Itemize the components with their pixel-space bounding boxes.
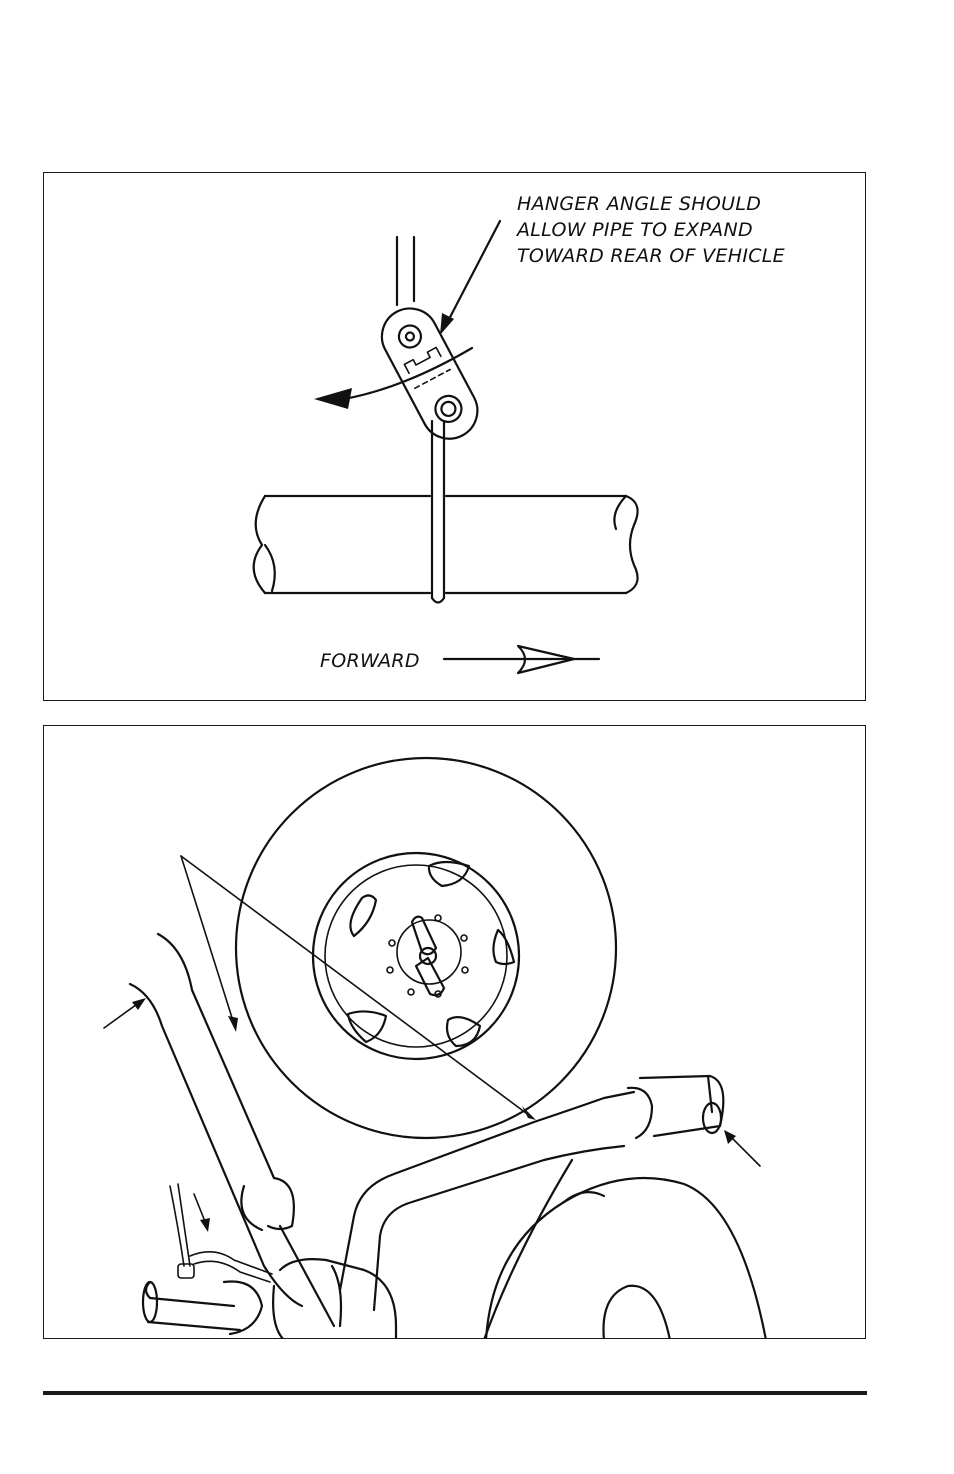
tail-pipe-right <box>340 1076 723 1310</box>
leader-line-long <box>181 856 536 1120</box>
hanger-angle-drawing: HANGER ANGLE SHOULD ALLOW PIPE TO EXPAND… <box>44 173 867 702</box>
bracket-rod <box>397 237 414 305</box>
note-leader-arrow <box>440 221 500 335</box>
note-line-1: HANGER ANGLE SHOULD <box>517 193 761 215</box>
wiring-harness <box>143 1184 272 1334</box>
exhaust-routing-drawing <box>44 726 866 1339</box>
lower-body <box>484 1160 766 1339</box>
exhaust-routing-figure <box>43 725 866 1339</box>
leader-line-short <box>181 856 238 1032</box>
hanger-angle-figure: HANGER ANGLE SHOULD ALLOW PIPE TO EXPAND… <box>43 172 866 701</box>
footer-rule <box>43 1391 867 1395</box>
pointer-arrow-left <box>104 998 146 1028</box>
hanger-rod <box>432 421 444 603</box>
rotation-arrow <box>314 348 472 409</box>
note-line-3: TOWARD REAR OF VEHICLE <box>517 245 785 267</box>
exhaust-pipe <box>254 496 638 593</box>
forward-label: FORWARD <box>320 650 420 672</box>
pointer-arrow-right <box>724 1130 760 1166</box>
forward-arrow <box>444 646 599 673</box>
pointer-arrow-harness <box>194 1194 210 1232</box>
note-line-2: ALLOW PIPE TO EXPAND <box>515 219 753 241</box>
hanger-bracket <box>372 299 487 449</box>
